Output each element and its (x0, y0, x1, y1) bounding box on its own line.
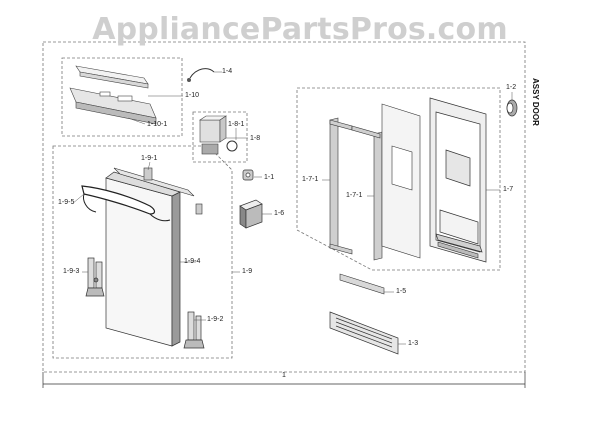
label-1-9-3: 1-9-3 (63, 268, 80, 275)
part-1-7-insulation-panel (381, 103, 421, 259)
part-1-7-inner-liner (429, 97, 487, 263)
label-1-4: 1-4 (222, 68, 233, 75)
label-1-10-1: 1-10-1 (147, 121, 168, 128)
label-1-6: 1-6 (274, 210, 285, 217)
label-1-9-4: 1-9-4 (184, 258, 201, 265)
label-1-9-2: 1-9-2 (207, 316, 224, 323)
label-1-8-1: 1-8-1 (228, 121, 245, 128)
part-1-4-wire (189, 68, 215, 79)
part-1-9-5-handle (81, 185, 156, 215)
label-1-9-5: 1-9-5 (58, 199, 75, 206)
label-1-3: 1-3 (408, 340, 419, 347)
part-1-9-2-hinge (183, 311, 205, 349)
part-1-10-1-bracket (69, 87, 157, 125)
label-1-7: 1-7 (503, 186, 514, 193)
label-1-7-1-left: 1-7-1 (302, 176, 319, 183)
box-1-8 (192, 111, 248, 163)
label-1-10: 1-10 (185, 92, 200, 99)
part-1-7-1-gasket-right (351, 125, 383, 261)
label-1-1: 1-1 (264, 174, 275, 181)
label-1-2: 1-2 (506, 84, 517, 91)
part-1-8-lock (199, 115, 227, 155)
label-1-7-1-right: 1-7-1 (346, 192, 363, 199)
watermark: AppliancePartsPros.com (92, 12, 508, 47)
part-1-1-clip (242, 169, 254, 181)
part-1-3-vent-grille (329, 311, 399, 355)
part-1-2-cap (506, 99, 518, 117)
diagram-title: ASSY DOOR (531, 78, 540, 126)
part-1-9-1-top-trim (113, 167, 195, 197)
box-1-10 (61, 57, 183, 137)
part-1-5-rail (339, 273, 385, 295)
box-1-9 (52, 145, 233, 359)
label-1: 1 (282, 372, 286, 379)
label-1-5: 1-5 (396, 288, 407, 295)
part-1-9-4-door-panel (105, 171, 181, 347)
part-1-8-1-ring (226, 140, 238, 152)
label-1-9: 1-9 (242, 268, 253, 275)
part-1-9-3-hinge (85, 257, 105, 297)
box-1-7 (296, 87, 501, 271)
label-1-8: 1-8 (250, 135, 261, 142)
part-1-10-cap (75, 65, 149, 89)
part-1-7-1-gasket-left (329, 117, 353, 255)
part-1-6-block (239, 199, 263, 229)
label-1-9-1: 1-9-1 (141, 155, 158, 162)
part-1-7-bottom-strip (437, 241, 479, 259)
outer-assembly-frame (42, 41, 526, 373)
